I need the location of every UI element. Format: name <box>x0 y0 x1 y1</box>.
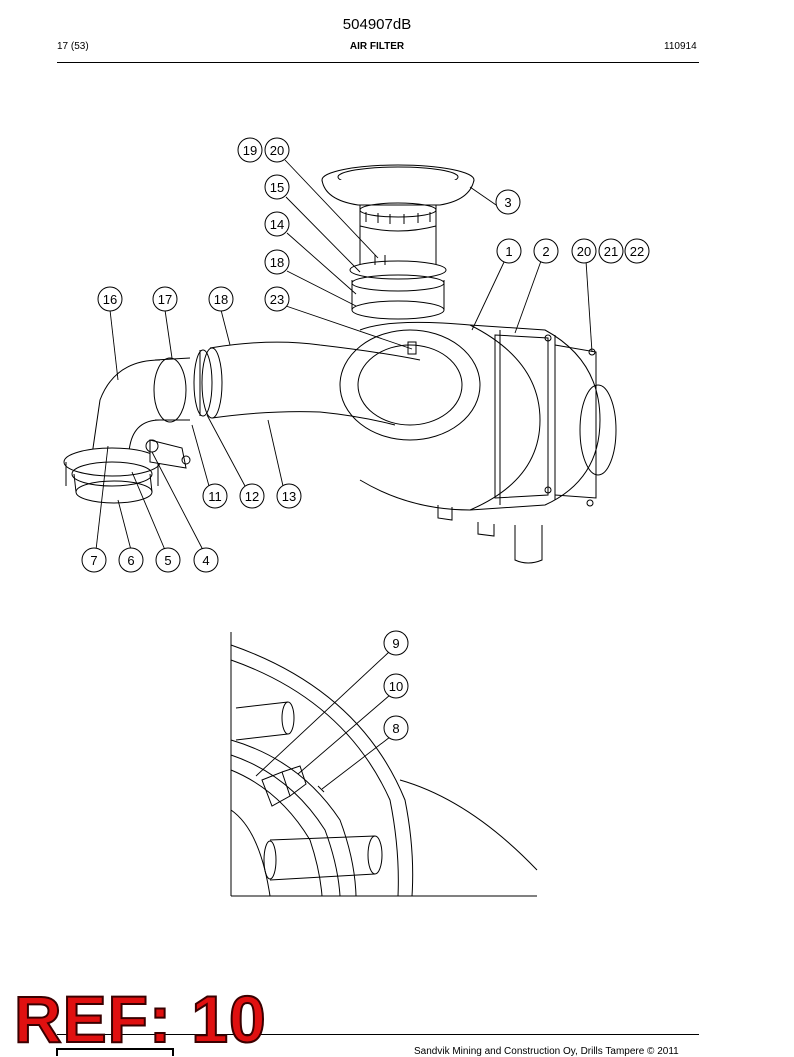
callout-7: 7 <box>90 553 97 568</box>
detail-callout-circles <box>383 630 409 741</box>
callout-numbers: 19 20 15 14 18 23 3 1 2 20 21 22 16 17 1… <box>90 143 644 568</box>
detail-view <box>230 632 538 897</box>
callout-21: 21 <box>604 244 618 259</box>
callout-17: 17 <box>158 292 172 307</box>
callout-15: 15 <box>270 180 284 195</box>
callout-10: 10 <box>389 679 403 694</box>
callout-13: 13 <box>282 489 296 504</box>
page-title: AIR FILTER <box>349 41 405 52</box>
callout-2: 2 <box>542 244 549 259</box>
document-number: 504907dB <box>342 16 412 33</box>
callout-20: 20 <box>270 143 284 158</box>
callout-14: 14 <box>270 217 284 232</box>
air-filter-assembly <box>63 164 617 564</box>
sandvik-logo <box>56 1048 174 1056</box>
ref-stamp: REF: 10 <box>13 982 267 1056</box>
callout-5: 5 <box>164 553 171 568</box>
callout-3: 3 <box>504 195 511 210</box>
callout-23: 23 <box>270 292 284 307</box>
callout-circles <box>81 137 650 573</box>
callout-4: 4 <box>202 553 209 568</box>
callout-18: 18 <box>270 255 284 270</box>
header-divider <box>57 62 699 63</box>
callout-6: 6 <box>127 553 134 568</box>
detail-callout-numbers: 9 10 8 <box>389 636 403 736</box>
callout-9: 9 <box>392 636 399 651</box>
callout-1: 1 <box>505 244 512 259</box>
callout-20b: 20 <box>577 244 591 259</box>
page-number: 17 (53) <box>57 41 89 52</box>
callout-19: 19 <box>243 143 257 158</box>
leader-lines <box>95 159 593 551</box>
callout-8: 8 <box>392 721 399 736</box>
detail-leader-lines <box>255 651 391 790</box>
footer-copyright: Sandvik Mining and Construction Oy, Dril… <box>414 1046 679 1057</box>
callout-18b: 18 <box>214 292 228 307</box>
document-code: 110914 <box>664 41 697 52</box>
callout-11: 11 <box>208 489 222 504</box>
callout-22: 22 <box>630 244 644 259</box>
footer-divider <box>57 1034 699 1035</box>
callout-16: 16 <box>103 292 117 307</box>
callout-12: 12 <box>245 489 259 504</box>
